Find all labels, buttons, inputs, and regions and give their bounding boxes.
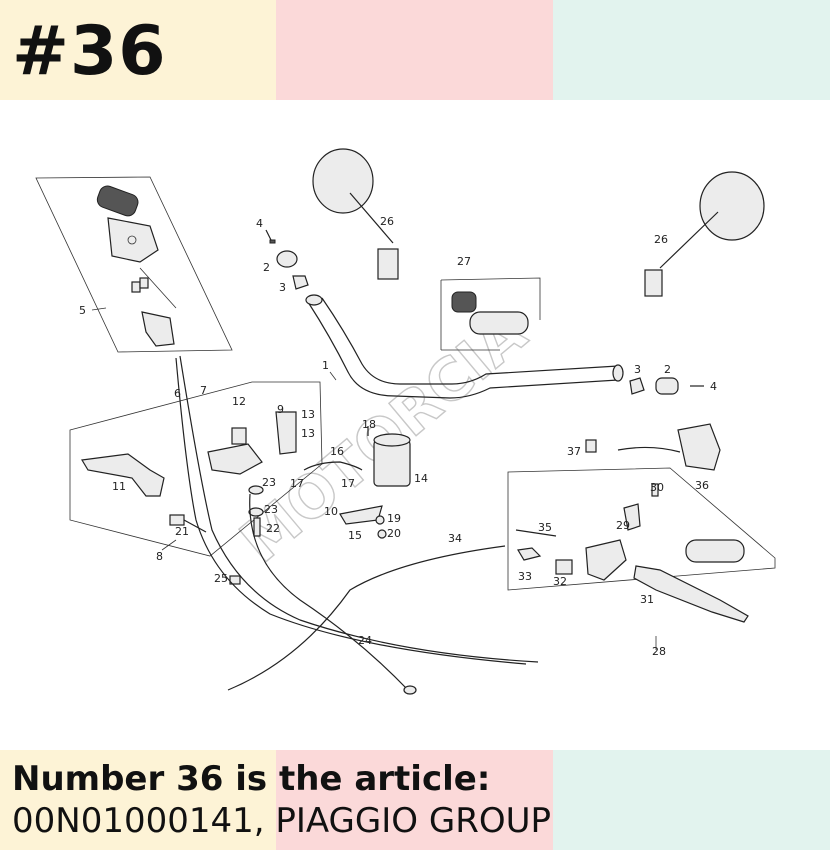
- callout-28: 28: [652, 645, 666, 658]
- callout-3: 3: [634, 363, 641, 376]
- brake-reservoir-group: [303, 426, 411, 539]
- callout-24: 24: [358, 634, 372, 647]
- callout-2: 2: [664, 363, 671, 376]
- handlebar-mount-parts: [265, 229, 704, 395]
- callout-4: 4: [710, 380, 717, 393]
- callout-4: 4: [256, 217, 263, 230]
- callout-29: 29: [616, 519, 630, 532]
- callout-26: 26: [380, 215, 394, 228]
- callout-11: 11: [112, 480, 126, 493]
- cables: [175, 355, 539, 695]
- leader-lines: [91, 307, 657, 650]
- band-segment-pink: [276, 750, 553, 850]
- banjo-bolt-parts: [229, 485, 264, 585]
- callout-17: 17: [341, 477, 355, 490]
- exploded-parts-diagram: MOTORCIA: [35, 148, 776, 695]
- caption-article-number: 00N01000141, PIAGGIO GROUP: [12, 801, 551, 841]
- callout-1: 1: [322, 359, 329, 372]
- band-segment-yellow: [0, 750, 276, 850]
- mirror-right: [644, 171, 765, 297]
- callout-10: 10: [324, 505, 338, 518]
- callout-26: 26: [654, 233, 668, 246]
- mirror-left: [312, 148, 399, 280]
- left-lever-group: [69, 381, 323, 557]
- top-color-band: [0, 0, 830, 100]
- callout-31: 31: [640, 593, 654, 606]
- callout-18: 18: [362, 418, 376, 431]
- callout-7: 7: [200, 384, 207, 397]
- article-caption: Number 36 is the article: 00N01000141, P…: [12, 758, 551, 842]
- callout-25: 25: [214, 572, 228, 585]
- handlebar: [305, 294, 624, 399]
- left-switch-group: [35, 176, 233, 353]
- callout-21: 21: [175, 525, 189, 538]
- callout-36: 36: [695, 479, 709, 492]
- callouts: 1 2 2 3 3 4 4 5 6 7 8 9 10 11 12 13 13 1…: [79, 215, 717, 658]
- callout-23: 23: [264, 503, 278, 516]
- bottom-color-band: [0, 750, 830, 850]
- caption-heading: Number 36 is the article:: [12, 759, 491, 799]
- callout-23: 23: [262, 476, 276, 489]
- callout-35: 35: [538, 521, 552, 534]
- right-switch-group: [585, 423, 721, 471]
- band-segment-mint: [553, 750, 830, 850]
- callout-27: 27: [457, 255, 471, 268]
- band-segment-pink: [276, 0, 553, 100]
- callout-6: 6: [174, 387, 181, 400]
- callout-13: 13: [301, 408, 315, 421]
- callout-8: 8: [156, 550, 163, 563]
- band-segment-mint: [553, 0, 830, 100]
- part-number-badge: #36: [12, 12, 167, 91]
- callout-32: 32: [553, 575, 567, 588]
- callout-13: 13: [301, 427, 315, 440]
- right-lever-group: [507, 467, 776, 623]
- callout-19: 19: [387, 512, 401, 525]
- callout-2: 2: [263, 261, 270, 274]
- callout-30: 30: [650, 481, 664, 494]
- callout-9: 9: [277, 403, 284, 416]
- callout-37: 37: [567, 445, 581, 458]
- callout-20: 20: [387, 527, 401, 540]
- right-grip-detail: [440, 277, 541, 351]
- band-segment-yellow: [0, 0, 276, 100]
- callout-34: 34: [448, 532, 462, 545]
- callout-16: 16: [330, 445, 344, 458]
- callout-12: 12: [232, 395, 246, 408]
- callout-14: 14: [414, 472, 428, 485]
- callout-17: 17: [290, 477, 304, 490]
- callout-3: 3: [279, 281, 286, 294]
- callout-33: 33: [518, 570, 532, 583]
- callout-22: 22: [266, 522, 280, 535]
- callout-5: 5: [79, 304, 86, 317]
- callout-15: 15: [348, 529, 362, 542]
